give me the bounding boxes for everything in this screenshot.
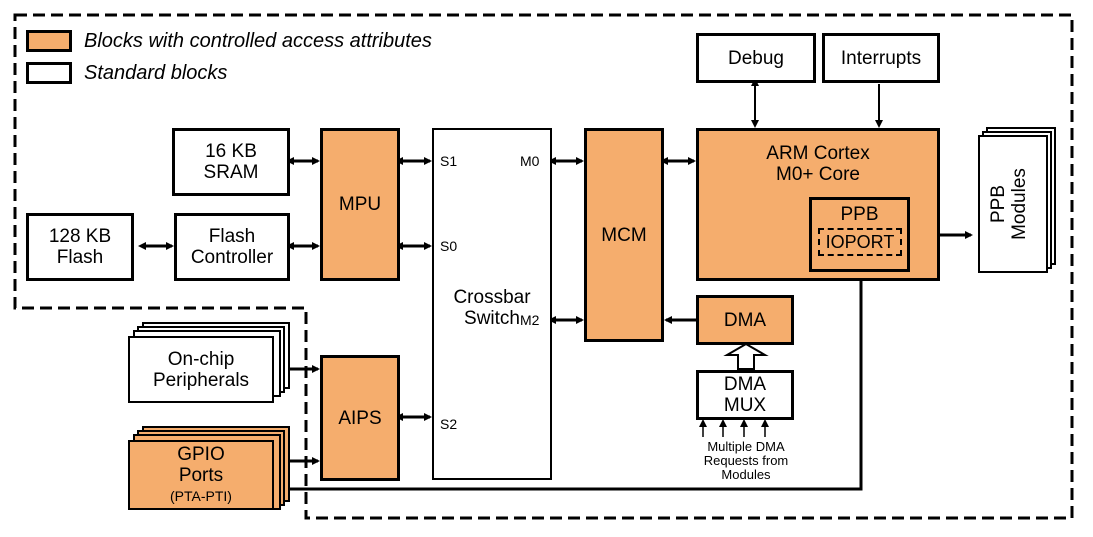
dma-note-line2: Requests from bbox=[703, 453, 789, 468]
port-s0: S0 bbox=[440, 238, 458, 254]
port-m2: M2 bbox=[520, 312, 540, 328]
sram-size: 16 KB bbox=[205, 141, 257, 162]
dma-requests-note: Multiple DMA Requests from Modules bbox=[686, 440, 806, 482]
on-chip-line2: Peripherals bbox=[152, 369, 250, 391]
on-chip-peripherals-block: On-chip Peripherals bbox=[128, 336, 274, 403]
dma-mux-block: DMA MUX bbox=[696, 370, 794, 420]
sram-label: SRAM bbox=[203, 162, 259, 183]
gpio-line2: Ports bbox=[178, 464, 224, 486]
legend-swatch-controlled bbox=[26, 30, 72, 52]
legend-standard-label: Standard blocks bbox=[84, 62, 228, 84]
flash-size: 128 KB bbox=[48, 226, 112, 247]
debug-block: Debug bbox=[696, 33, 816, 83]
legend-controlled-label: Blocks with controlled access attributes bbox=[84, 30, 432, 52]
legend-swatch-standard bbox=[26, 62, 72, 84]
gpio-line3: (PTA-PTI) bbox=[170, 487, 232, 504]
ppb-label: PPB bbox=[840, 204, 879, 225]
ioport-label: IOPORT bbox=[825, 231, 895, 252]
port-s1: S1 bbox=[440, 153, 458, 169]
port-s2: S2 bbox=[440, 416, 458, 432]
core-line1: ARM Cortex bbox=[766, 143, 870, 164]
dma-mux-line2: MUX bbox=[723, 395, 767, 416]
debug-label: Debug bbox=[728, 47, 784, 69]
ioport-block: IOPORT bbox=[818, 228, 902, 256]
aips-label: AIPS bbox=[338, 407, 382, 429]
mcm-block: MCM bbox=[584, 128, 664, 342]
flash-label: Flash bbox=[56, 247, 104, 268]
interrupts-block: Interrupts bbox=[822, 33, 940, 83]
interrupts-label: Interrupts bbox=[840, 47, 922, 69]
port-m0: M0 bbox=[520, 153, 540, 169]
crossbar-line1: Crossbar bbox=[453, 287, 531, 308]
gpio-line1: GPIO bbox=[177, 443, 225, 465]
aips-block: AIPS bbox=[320, 355, 400, 481]
dma-mux-line1: DMA bbox=[723, 374, 767, 395]
flash-block: 128 KB Flash bbox=[26, 213, 134, 281]
dma-block: DMA bbox=[696, 295, 794, 345]
gpio-ports-block: GPIO Ports (PTA-PTI) bbox=[128, 440, 274, 510]
dma-label: DMA bbox=[723, 309, 767, 331]
mpu-label: MPU bbox=[338, 194, 382, 215]
mpu-block: MPU bbox=[320, 128, 400, 281]
flash-controller-block: Flash Controller bbox=[174, 213, 290, 281]
ppb-modules-line1: PPB bbox=[988, 184, 1010, 224]
crossbar-switch-block: Crossbar Switch bbox=[432, 128, 552, 480]
on-chip-line1: On-chip bbox=[167, 348, 235, 370]
dma-note-line1: Multiple DMA bbox=[707, 439, 785, 454]
sram-block: 16 KB SRAM bbox=[172, 128, 290, 196]
mcm-label: MCM bbox=[601, 224, 647, 246]
dma-note-line3: Modules bbox=[721, 467, 771, 482]
flash-controller-line1: Flash bbox=[208, 226, 256, 247]
ppb-modules-line2: Modules bbox=[1009, 168, 1031, 240]
arrow-dmamux-dma bbox=[723, 342, 769, 370]
crossbar-line2: Switch bbox=[464, 308, 520, 329]
boundary-upper bbox=[13, 13, 1074, 520]
flash-controller-line2: Controller bbox=[190, 247, 274, 268]
ppb-modules-block: PPB Modules bbox=[975, 136, 1043, 272]
arrow-gpio-ioport bbox=[285, 261, 865, 491]
core-line2: M0+ Core bbox=[776, 164, 860, 185]
